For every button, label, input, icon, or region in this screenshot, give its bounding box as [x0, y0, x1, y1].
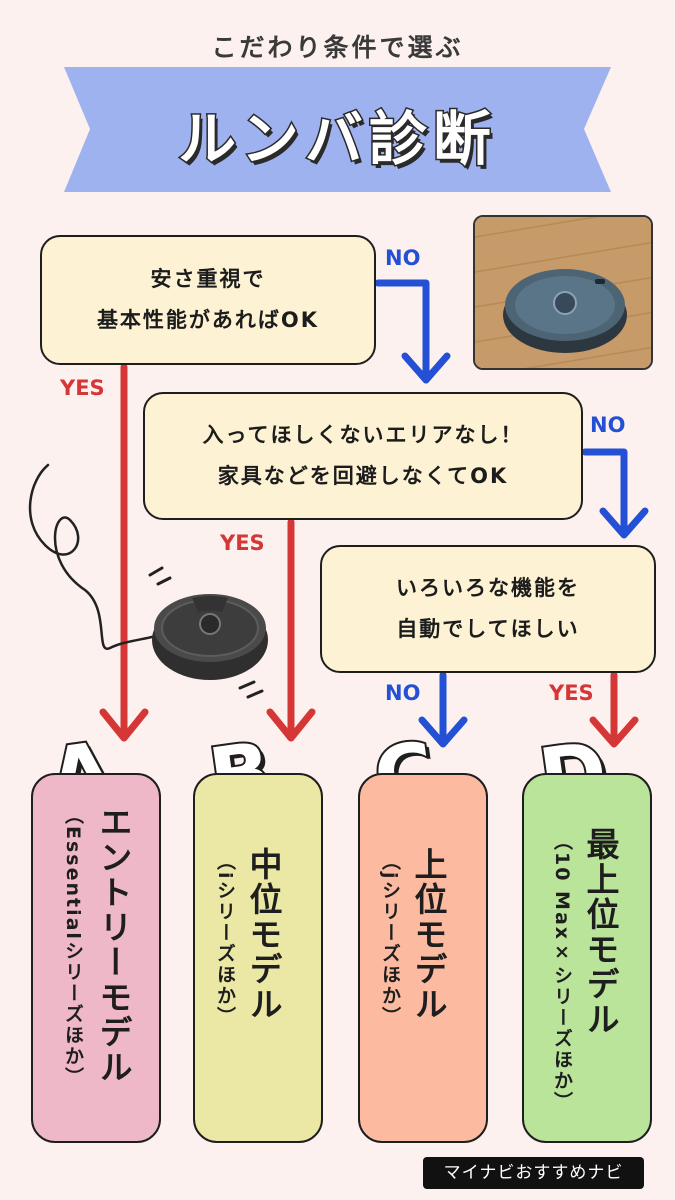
- question-line: いろいろな機能を: [396, 576, 580, 601]
- label-q1-no: NO: [385, 246, 421, 270]
- question-budget: 安さ重視で 基本性能があればOK: [40, 235, 376, 365]
- question-auto-features: いろいろな機能を 自動でしてほしい: [320, 545, 656, 673]
- squiggle-line: [28, 463, 172, 650]
- label-q3-no: NO: [385, 681, 421, 705]
- result-series: （iシリーズほか）: [214, 851, 236, 1028]
- result-name: 上位モデル: [409, 847, 448, 1022]
- label-q1-yes: YES: [60, 376, 105, 400]
- result-series: （Essentialシリーズほか）: [62, 805, 84, 1088]
- result-card-a: エントリーモデル （Essentialシリーズほか）: [31, 773, 161, 1143]
- label-q2-no: NO: [590, 413, 626, 437]
- robot-vacuum-illustration: [148, 566, 268, 699]
- question-line: 家具などを回避しなくてOK: [217, 464, 509, 488]
- result-card-b: 中位モデル （iシリーズほか）: [193, 773, 323, 1143]
- question-no-go-zones: 入ってほしくないエリアなし！ 家具などを回避しなくてOK: [143, 392, 583, 520]
- result-card-d: 最上位モデル （10 Max×シリーズほか）: [522, 773, 652, 1143]
- question-line: 自動でしてほしい: [396, 617, 580, 641]
- result-series: （jシリーズほか）: [379, 851, 401, 1028]
- arrow-q2-no: [581, 448, 649, 539]
- result-name: 最上位モデル: [581, 827, 620, 1037]
- question-line: 基本性能があればOK: [96, 308, 320, 332]
- arrow-q2-yes: [266, 518, 316, 742]
- arrow-q1-no: [374, 279, 451, 384]
- arrow-q1-yes: [99, 363, 149, 742]
- robot-vacuum-photo: [473, 215, 653, 370]
- arrow-q3-no: [418, 671, 468, 748]
- arrow-q3-yes: [589, 671, 639, 748]
- question-line: 入ってほしくないエリアなし！: [202, 423, 524, 448]
- result-card-c: 上位モデル （jシリーズほか）: [358, 773, 488, 1143]
- title-banner: [64, 67, 611, 192]
- result-name: 中位モデル: [244, 847, 283, 1022]
- label-q2-yes: YES: [220, 531, 265, 555]
- question-line: 安さ重視で: [150, 267, 266, 292]
- page-title: ルンバ診断: [177, 104, 497, 175]
- label-q3-yes: YES: [549, 681, 594, 705]
- result-name: エントリーモデル: [94, 805, 133, 1085]
- subtitle: こだわり条件で選ぶ: [211, 33, 464, 62]
- result-series: （10 Max×シリーズほか）: [551, 831, 573, 1113]
- brand-badge: マイナビおすすめナビ: [423, 1157, 644, 1189]
